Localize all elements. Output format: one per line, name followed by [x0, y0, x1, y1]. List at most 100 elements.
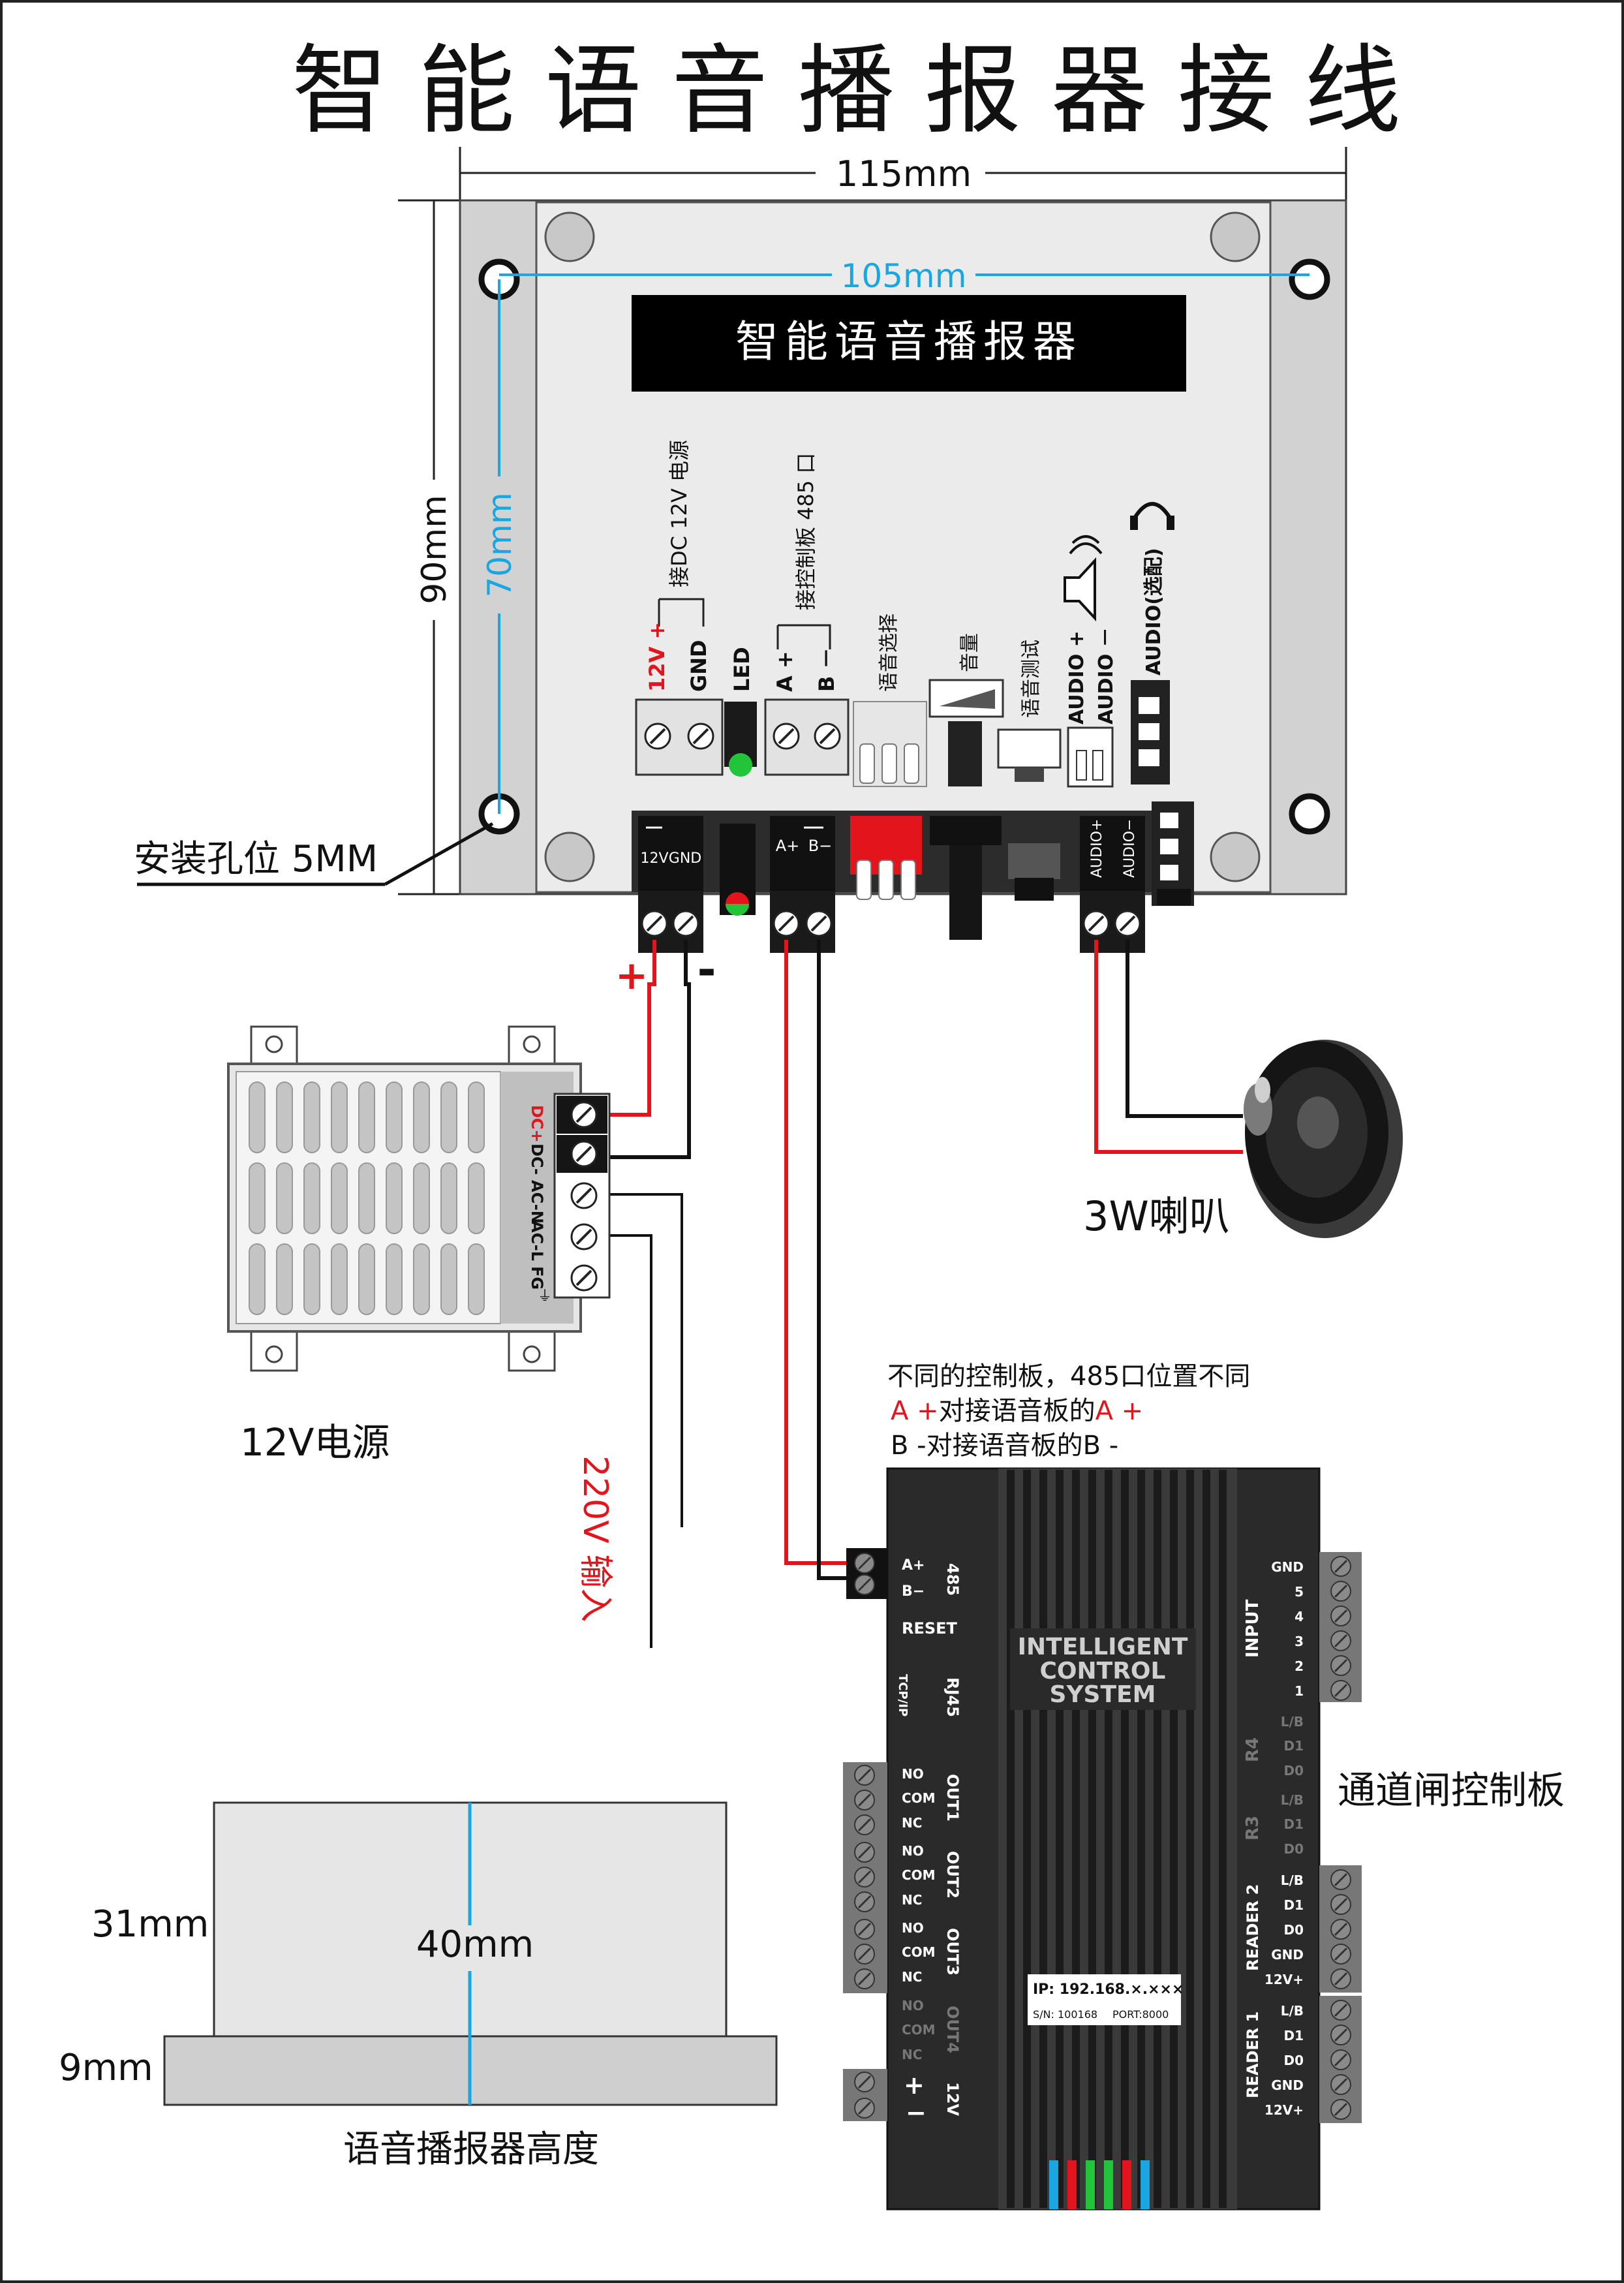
- svg-text:COM: COM: [902, 1790, 936, 1806]
- svg-text:NC: NC: [902, 1892, 922, 1908]
- svg-text:COM: COM: [902, 2022, 936, 2038]
- svg-text:115mm: 115mm: [836, 153, 972, 194]
- vent-slot: [331, 1243, 348, 1315]
- svg-text:L/B: L/B: [1281, 1792, 1304, 1808]
- vent-slot: [468, 1081, 485, 1153]
- voice-select-label: 语音选择: [878, 613, 900, 692]
- svg-text:COM: COM: [902, 1944, 936, 1960]
- vent-slot: [386, 1162, 403, 1234]
- reader1-block: L/B D1 D0 GND 12V+ READER 1: [1244, 1996, 1362, 2123]
- brand-line-1: INTELLIGENT: [1018, 1634, 1188, 1660]
- case-ridge: [1023, 1470, 1031, 2208]
- height-width-label: 40mm: [416, 1923, 534, 1966]
- case-ridge: [1154, 1470, 1161, 2208]
- case-ridge: [1219, 1470, 1227, 2208]
- case-ridge: [1170, 1470, 1178, 2208]
- vent-slot: [303, 1162, 320, 1234]
- svg-text:INPUT: INPUT: [1243, 1599, 1263, 1658]
- volume-label: 音量: [958, 633, 981, 672]
- power-group-label: 接DC 12V 电源: [667, 440, 692, 587]
- polarity-minus: -: [697, 943, 716, 997]
- headphone-icon: [1130, 502, 1174, 530]
- svg-text:5: 5: [1295, 1584, 1304, 1600]
- vent-slot: [276, 1162, 293, 1234]
- svg-text:READER 1: READER 1: [1244, 2011, 1262, 2098]
- svg-text:COM: COM: [902, 1867, 936, 1883]
- test-button-connector: [1008, 843, 1060, 901]
- height-caption: 语音播报器高度: [343, 2128, 599, 2171]
- vent-slot: [358, 1243, 375, 1315]
- svg-text:NO: NO: [902, 1843, 924, 1859]
- height-sketch: 40mm 31mm 9mm: [59, 1801, 778, 2106]
- svg-text:+: +: [904, 2071, 925, 2100]
- svg-text:NO: NO: [902, 1920, 924, 1936]
- svg-text:D0: D0: [1283, 1841, 1304, 1857]
- dimension-105mm: 105mm: [499, 257, 1310, 295]
- controller-board: INTELLIGENT CONTROL SYSTEM IP: 192.168.×…: [843, 1467, 1362, 2211]
- svg-text:GND: GND: [669, 850, 701, 867]
- vent-slot: [358, 1162, 375, 1234]
- vent-slot: [413, 1162, 430, 1234]
- case-ridge: [1121, 1470, 1129, 2208]
- vent-slot: [386, 1081, 403, 1153]
- svg-text:OUT2: OUT2: [943, 1851, 962, 1899]
- vent-slot: [276, 1243, 293, 1315]
- svg-text:12V: 12V: [640, 850, 668, 867]
- svg-text:RESET: RESET: [902, 1619, 958, 1638]
- speaker-label: 3W喇叭: [1083, 1192, 1230, 1240]
- vent-slot: [440, 1162, 457, 1234]
- volume-knob: [928, 679, 1004, 786]
- power-connector: 12V GND: [638, 816, 703, 953]
- vent-slot: [468, 1162, 485, 1234]
- svg-text:105mm: 105mm: [841, 257, 967, 295]
- svg-text:AUDIO−: AUDIO−: [1122, 819, 1138, 878]
- voice-test-button: [997, 728, 1062, 782]
- out2-block: NO COM NC OUT2: [843, 1839, 962, 1916]
- case-ridge: [1203, 1470, 1210, 2208]
- case-ridge: [1039, 1470, 1047, 2208]
- svg-text:NO: NO: [902, 1766, 924, 1782]
- svg-text:−: −: [906, 2098, 927, 2127]
- vent-slot: [276, 1081, 293, 1153]
- vent-slot: [358, 1081, 375, 1153]
- voice-test-label: 语音测试: [1020, 640, 1043, 718]
- svg-text:OUT4: OUT4: [943, 2006, 962, 2053]
- ps-pin-acn: AC-N: [528, 1180, 546, 1224]
- board-name: 智能语音播报器: [735, 317, 1082, 367]
- svg-text:TCP/IP: TCP/IP: [896, 1674, 910, 1716]
- svg-text:不同的控制板，485口位置不同: 不同的控制板，485口位置不同: [887, 1361, 1250, 1391]
- volume-connector: [930, 816, 1002, 940]
- r4-block: L/B D1 D0 R4: [1243, 1714, 1304, 1778]
- out3-block: NO COM NC OUT3: [843, 1916, 962, 1993]
- svg-text:D0: D0: [1283, 1763, 1304, 1778]
- rs485-connector: A+ B−: [770, 816, 835, 953]
- pin-led-label: LED: [729, 647, 754, 692]
- svg-text:3: 3: [1295, 1634, 1304, 1649]
- mount-hole-callout: 安装孔位 5MM: [134, 822, 494, 886]
- dimension-70mm: 70mm: [481, 279, 519, 814]
- controller-label: 通道闸控制板: [1338, 1768, 1565, 1812]
- case-ridge: [1186, 1470, 1194, 2208]
- sn-label: S/N: 100168: [1033, 2008, 1097, 2021]
- audio-connector: AUDIO+ AUDIO−: [1080, 816, 1145, 953]
- audio-minus-label: AUDIO －: [1095, 627, 1118, 724]
- ip-label: IP: 192.168.×.×××: [1033, 1981, 1184, 1998]
- led-indicator: [724, 702, 757, 777]
- power-12v-block: + − 12V: [843, 2069, 962, 2127]
- vent-slot: [249, 1243, 266, 1315]
- svg-text:NC: NC: [902, 1969, 922, 1985]
- pin-gnd-label: GND: [686, 640, 711, 692]
- power-supply-label: 12V电源: [240, 1420, 390, 1465]
- svg-text:A+: A+: [776, 837, 800, 855]
- svg-text:12V+: 12V+: [1264, 1972, 1304, 1987]
- audio-optional-label: AUDIO(选配): [1142, 548, 1165, 676]
- svg-text:NO: NO: [902, 1998, 924, 2013]
- vent-slot: [331, 1081, 348, 1153]
- speaker-icon: [1064, 535, 1103, 622]
- svg-text:GND: GND: [1271, 1559, 1304, 1575]
- wires: [587, 940, 1243, 1648]
- vent-slot: [468, 1243, 485, 1315]
- height-top-label: 31mm: [91, 1903, 209, 1946]
- case-ridge: [1088, 1470, 1096, 2208]
